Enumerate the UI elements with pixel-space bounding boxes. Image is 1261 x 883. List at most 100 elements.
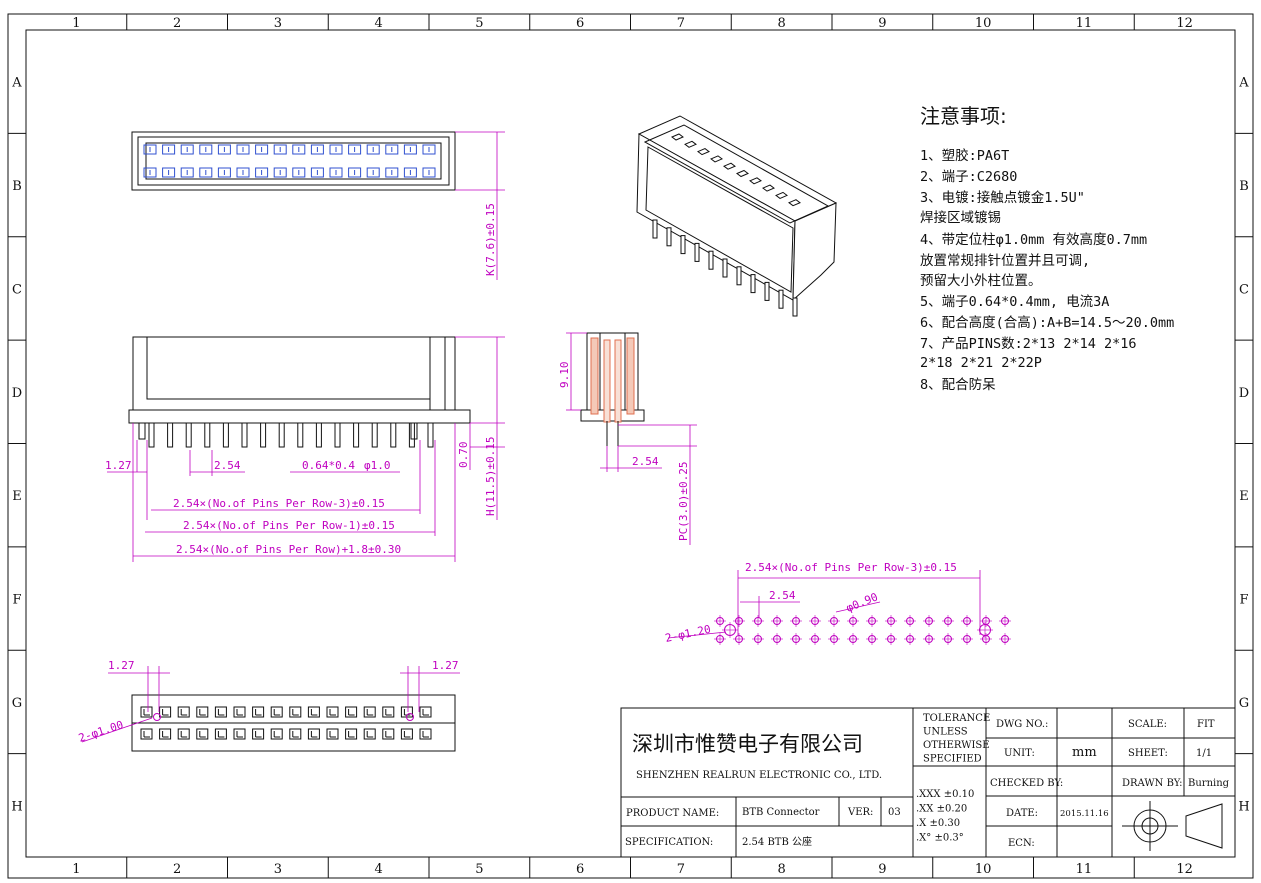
front-pin — [390, 422, 397, 448]
notes-title: 注意事项: — [920, 104, 1007, 128]
iso-slot — [749, 177, 762, 185]
top-pin — [180, 167, 194, 178]
grid-row-H-l: H — [11, 799, 22, 814]
company-name-en: SHENZHEN REALRUN ELECTRONIC CO., LTD. — [636, 770, 882, 781]
iso-pin — [694, 242, 700, 262]
bottom-dimensions — [81, 666, 460, 743]
front-pin — [204, 422, 211, 448]
top-pin — [348, 167, 362, 178]
top-pin — [236, 167, 250, 178]
grid-row-E-l: E — [12, 489, 22, 504]
top-pin — [310, 167, 324, 178]
top-pin — [217, 167, 231, 178]
iso-pin — [792, 297, 798, 317]
tolerance-value: .X° ±0.3° — [916, 833, 964, 844]
top-pin — [217, 144, 231, 155]
note-line: 7、产品PINS数:2*13 2*14 2*16 — [920, 336, 1137, 352]
grid-row-G-r: G — [1239, 696, 1249, 711]
side-section-view — [580, 332, 645, 446]
top-pin — [403, 167, 417, 178]
bot-dim-1-27-left: 1.27 — [108, 659, 135, 672]
iso-slot — [671, 133, 684, 141]
bottom-pad — [196, 706, 209, 718]
front-pin — [185, 422, 192, 448]
bottom-pad — [419, 728, 432, 740]
iso-pin — [778, 289, 784, 309]
grid-row-A-l: A — [11, 76, 22, 91]
drawn-by-value: Burning — [1188, 778, 1230, 789]
grid-col-6-b: 6 — [576, 862, 584, 877]
bottom-pad — [214, 728, 227, 740]
pcb-hole-pattern — [714, 615, 1011, 645]
top-pin — [422, 167, 436, 178]
specification-value: 2.54 BTB 公座 — [742, 835, 812, 848]
bottom-pad — [307, 706, 320, 718]
bottom-pad — [382, 706, 395, 718]
bottom-pad — [363, 728, 376, 740]
grid-col-3-t: 3 — [274, 16, 282, 31]
iso-slot — [762, 184, 775, 192]
grid-col-5-b: 5 — [475, 862, 483, 877]
grid-col-12-t: 12 — [1176, 16, 1193, 31]
top-pin — [348, 144, 362, 155]
grid-row-G-l: G — [12, 696, 22, 711]
dim-h: H(11.5)±0.15 — [484, 437, 497, 516]
grid-row-D-r: D — [1239, 386, 1249, 401]
bottom-pad — [214, 706, 227, 718]
front-pin — [222, 422, 229, 448]
bottom-pad — [289, 706, 302, 718]
note-line: 1、塑胶:PA6T — [920, 147, 1009, 164]
top-pin — [162, 167, 176, 178]
dim-2-54-side: 2.54 — [632, 455, 659, 468]
bottom-pad — [363, 706, 376, 718]
front-pin — [297, 422, 304, 448]
top-view — [131, 131, 456, 191]
pcb-dim-phi-1-20: 2-φ1.20 — [664, 623, 712, 645]
grid-col-1-t: 1 — [72, 16, 80, 31]
top-pin — [255, 167, 269, 178]
iso-slot — [736, 169, 749, 178]
bottom-pad — [159, 728, 172, 740]
front-pin — [427, 422, 434, 448]
grid-col-7-b: 7 — [677, 862, 685, 877]
top-pin — [199, 167, 213, 178]
scale-label: SCALE: — [1128, 719, 1167, 730]
unit-value: mm — [1072, 745, 1097, 760]
grid-col-11-t: 11 — [1076, 16, 1093, 31]
ecn-label: ECN: — [1008, 838, 1035, 849]
top-pin — [143, 167, 157, 178]
note-line: 焊接区域镀锡 — [920, 209, 1001, 226]
top-pin — [310, 144, 324, 155]
side-dimensions — [566, 332, 697, 545]
dim-9-10: 9.10 — [558, 362, 571, 389]
iso-pin — [652, 219, 658, 239]
tolerance-value: .X ±0.30 — [916, 818, 960, 829]
dim-k-label: K(7.6)±0.15 — [484, 203, 497, 276]
pcb-dim-phi-0-90: φ0.90 — [844, 590, 880, 614]
top-pin — [366, 167, 380, 178]
top-pin — [180, 144, 194, 155]
iso-slot — [723, 162, 736, 170]
iso-slot — [775, 191, 788, 199]
grid-col-8-t: 8 — [777, 16, 785, 31]
grid-row-C-r: C — [1239, 282, 1249, 297]
date-label: DATE: — [1006, 808, 1038, 819]
iso-pin — [736, 266, 742, 286]
dim-pc: PC(3.0)±0.25 — [677, 462, 690, 541]
bottom-locating-hole — [153, 713, 161, 721]
bottom-pad — [252, 728, 265, 740]
front-pin — [408, 422, 415, 448]
dim-phi-1-0: φ1.0 — [364, 459, 391, 472]
grid-col-9-t: 9 — [878, 16, 886, 31]
bottom-pad — [140, 706, 153, 718]
grid-col-7-t: 7 — [677, 16, 685, 31]
grid-row-F-r: F — [1239, 593, 1248, 608]
specification-label: SPECIFICATION: — [625, 837, 713, 848]
dwg-no-label: DWG NO.: — [996, 719, 1048, 730]
note-line: 3、电镀:接触点镀金1.5U" — [920, 189, 1085, 206]
grid-row-E-r: E — [1239, 489, 1249, 504]
top-pin — [292, 144, 306, 155]
grid-row-A-r: A — [1238, 76, 1249, 91]
tolerance-label-line: TOLERANCE — [923, 713, 990, 724]
